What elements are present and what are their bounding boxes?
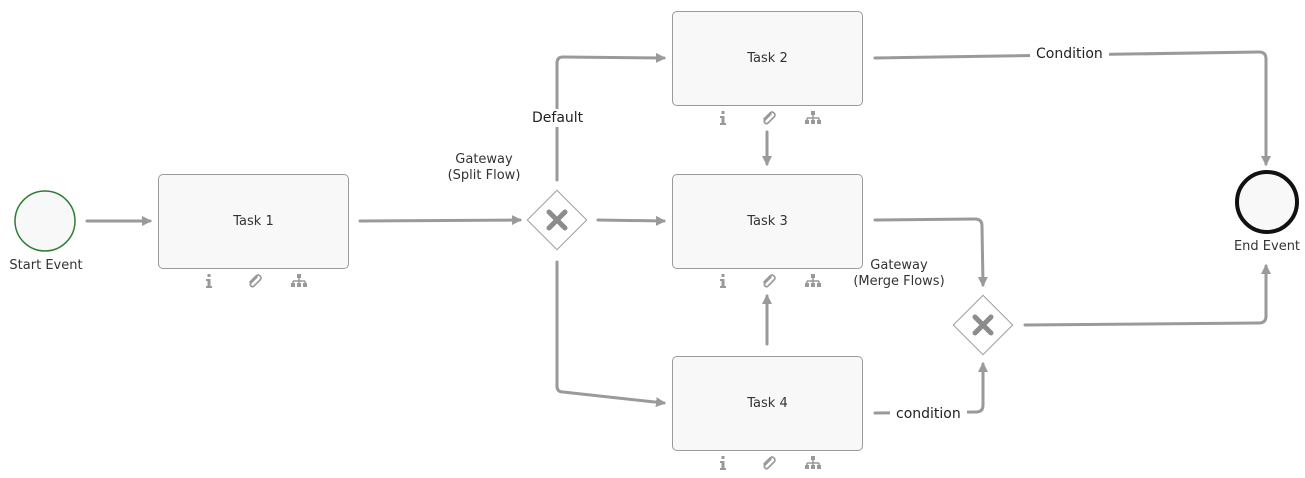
task-1-icons [199, 271, 309, 291]
merge-gateway-label-line1: Gateway [870, 258, 928, 273]
flow-split-to-task2-default[interactable] [555, 52, 666, 182]
info-icon[interactable] [713, 271, 733, 291]
merge-gateway-label: Gateway (Merge Flows) [853, 258, 944, 290]
task-4[interactable]: Task 4 [672, 356, 863, 451]
task-2-label: Task 2 [747, 51, 788, 66]
flow-label-condition-bottom[interactable]: condition [890, 405, 967, 423]
split-gateway-label: Gateway (Split Flow) [448, 152, 521, 184]
start-event-label: Start Event [9, 258, 83, 273]
attachment-icon[interactable] [244, 271, 264, 291]
end-event-label: End Event [1233, 239, 1301, 254]
task-1-label: Task 1 [233, 214, 274, 229]
task-2-icons [713, 108, 823, 128]
flow-task2-to-end-condition[interactable] [873, 50, 1271, 166]
flow-split-to-task4[interactable] [555, 260, 666, 408]
info-icon[interactable] [199, 271, 219, 291]
start-event[interactable] [14, 190, 76, 252]
flow-split-to-task3[interactable] [596, 215, 666, 226]
flow-merge-to-end[interactable] [1023, 264, 1271, 327]
merge-gateway-label-line2: (Merge Flows) [853, 274, 945, 289]
attachment-icon[interactable] [758, 453, 778, 473]
end-event[interactable] [1235, 170, 1299, 234]
merge-gateway[interactable] [952, 294, 1014, 356]
attachment-icon[interactable] [758, 271, 778, 291]
hierarchy-icon[interactable] [289, 271, 309, 291]
task-4-icons [713, 453, 823, 473]
task-3-label: Task 3 [747, 214, 788, 229]
task-3[interactable]: Task 3 [672, 174, 863, 269]
split-gateway-label-line1: Gateway [455, 152, 513, 167]
flow-task3-to-merge[interactable] [873, 217, 988, 287]
task-3-icons [713, 271, 823, 291]
hierarchy-icon[interactable] [803, 453, 823, 473]
flow-label-default[interactable]: Default [526, 109, 590, 127]
hierarchy-icon[interactable] [803, 108, 823, 128]
flow-task4-to-merge-condition[interactable] [873, 362, 988, 415]
task-2[interactable]: Task 2 [672, 11, 863, 106]
flow-label-condition-top[interactable]: Condition [1030, 45, 1109, 63]
info-icon[interactable] [713, 453, 733, 473]
task-4-label: Task 4 [747, 396, 788, 411]
split-gateway-label-line2: (Split Flow) [447, 168, 521, 183]
task-1[interactable]: Task 1 [158, 174, 349, 269]
info-icon[interactable] [713, 108, 733, 128]
hierarchy-icon[interactable] [803, 271, 823, 291]
attachment-icon[interactable] [758, 108, 778, 128]
split-gateway[interactable] [526, 189, 588, 251]
flow-task1-to-split[interactable] [358, 215, 522, 226]
